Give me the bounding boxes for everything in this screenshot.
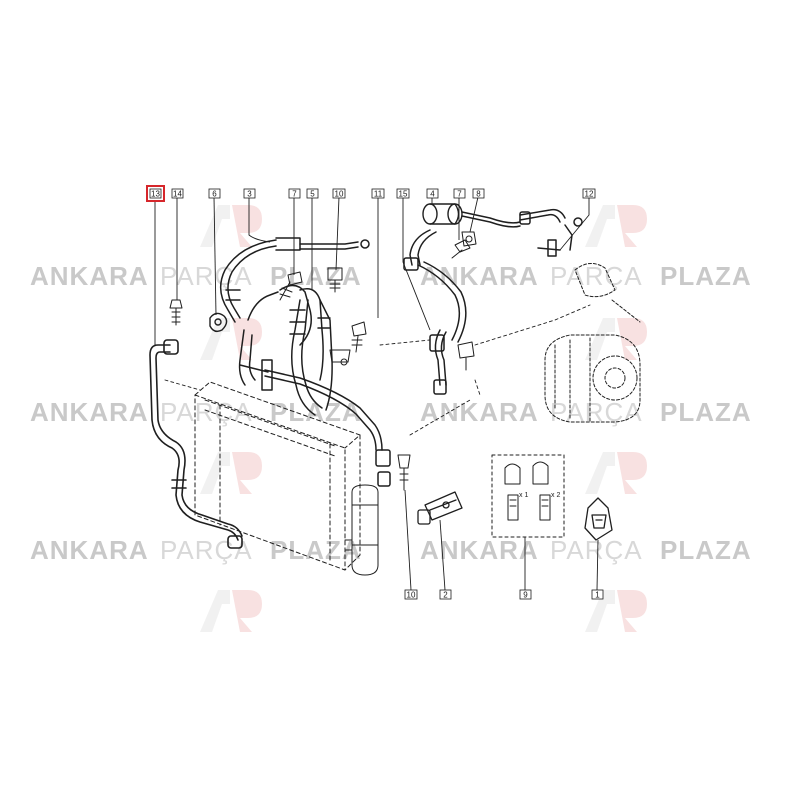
watermark-text: PARÇA (160, 261, 253, 291)
callout-5[interactable]: 5 (306, 188, 319, 199)
callout-leaders (154, 196, 599, 591)
watermark-text: ANKARA (420, 397, 539, 427)
callout-label: 2 (443, 591, 448, 600)
callout-label: 9 (523, 591, 528, 600)
callout-3[interactable]: 3 (243, 188, 256, 199)
condenser (194, 381, 361, 571)
watermark-text: ANKARA (30, 261, 149, 291)
callout-11[interactable]: 11 (371, 188, 385, 199)
callout-15[interactable]: 15 (396, 188, 410, 199)
compressor-pipe (519, 208, 583, 257)
bolt-7a (279, 271, 303, 301)
hose-3 (219, 237, 370, 323)
callout-label: 7 (457, 190, 462, 199)
valve-small (329, 349, 351, 366)
callout-label: 14 (173, 190, 182, 199)
watermark-row-3: ANKARA PARÇA PLAZA ANKARA PARÇA PLAZA (30, 535, 752, 565)
callouts: 13 14 6 3 7 5 10 11 (146, 185, 604, 600)
callout-1[interactable]: 1 (591, 589, 604, 600)
callout-6[interactable]: 6 (208, 188, 221, 199)
callout-label: 10 (335, 190, 344, 199)
callout-9[interactable]: 9 (519, 589, 532, 600)
bolt-7b (451, 239, 471, 259)
watermark-logo-icon (585, 452, 647, 494)
pipe-cluster (238, 284, 391, 487)
label-sticker-1 (584, 497, 613, 541)
nut-8 (461, 231, 477, 247)
leader-lines-dashed (164, 304, 591, 436)
valve-15 (457, 341, 475, 371)
bolt-14 (169, 299, 183, 326)
receiver-drier (344, 484, 379, 576)
watermark-text: ANKARA (30, 535, 149, 565)
watermark-text: PLAZA (660, 397, 752, 427)
watermark-text: PLAZA (660, 535, 752, 565)
callout-label: 10 (407, 591, 416, 600)
watermark-logo-icon (585, 318, 647, 360)
quantity-label-2: x 2 (551, 492, 560, 499)
callout-4[interactable]: 4 (426, 188, 439, 199)
watermark-text: PARÇA (550, 261, 643, 291)
callout-12[interactable]: 12 (582, 188, 596, 199)
callout-7b[interactable]: 7 (453, 188, 466, 199)
watermark-text: PLAZA (270, 397, 362, 427)
callout-10a[interactable]: 10 (332, 188, 346, 199)
callout-label: 5 (310, 190, 315, 199)
grommet-6 (209, 312, 228, 333)
callout-label: 15 (399, 190, 408, 199)
watermark-logo-icon (200, 452, 262, 494)
callout-label: 4 (430, 190, 435, 199)
watermark-text: ANKARA (30, 397, 149, 427)
callout-label: 6 (212, 190, 217, 199)
hose-13 (149, 339, 243, 549)
callout-label: 3 (247, 190, 252, 199)
hose-15 (403, 211, 521, 395)
callout-label: 11 (374, 190, 383, 199)
bolt-11 (351, 321, 367, 353)
watermark-row-1: ANKARA PARÇA PLAZA ANKARA PARÇA PLAZA (30, 261, 752, 291)
callout-13[interactable]: 13 (146, 185, 165, 202)
bolt-10b (397, 454, 411, 491)
watermark-text: ANKARA (420, 535, 539, 565)
compressor (544, 263, 641, 423)
parts-linework (149, 203, 641, 576)
callout-label: 8 (476, 190, 481, 199)
bolt-5 (327, 267, 343, 293)
callout-8[interactable]: 8 (472, 188, 485, 199)
quantity-label-1: x 1 (519, 492, 528, 499)
pressure-switch-2 (417, 491, 463, 525)
watermark-logo-icon (585, 590, 647, 632)
valve-kit-9 (491, 454, 565, 538)
watermark-text: PARÇA (160, 397, 253, 427)
watermark-text: PARÇA (160, 535, 253, 565)
watermark-logo-icon (200, 205, 262, 247)
watermark-row-2: ANKARA PARÇA PLAZA ANKARA PARÇA PLAZA (30, 397, 752, 427)
watermark-logo-icon (200, 590, 262, 632)
watermark-text: ANKARA (420, 261, 539, 291)
callout-2[interactable]: 2 (439, 589, 452, 600)
callout-label: 7 (292, 190, 297, 199)
watermark-text: PLAZA (270, 261, 362, 291)
callout-label: 12 (585, 190, 594, 199)
watermark-logo-icon (585, 205, 647, 247)
callout-label: 1 (595, 591, 600, 600)
watermark-text: PLAZA (660, 261, 752, 291)
callout-14[interactable]: 14 (171, 188, 184, 199)
callout-10b[interactable]: 10 (404, 589, 418, 600)
callout-7a[interactable]: 7 (288, 188, 301, 199)
callout-label: 13 (151, 190, 160, 199)
dryer-4 (422, 203, 463, 225)
